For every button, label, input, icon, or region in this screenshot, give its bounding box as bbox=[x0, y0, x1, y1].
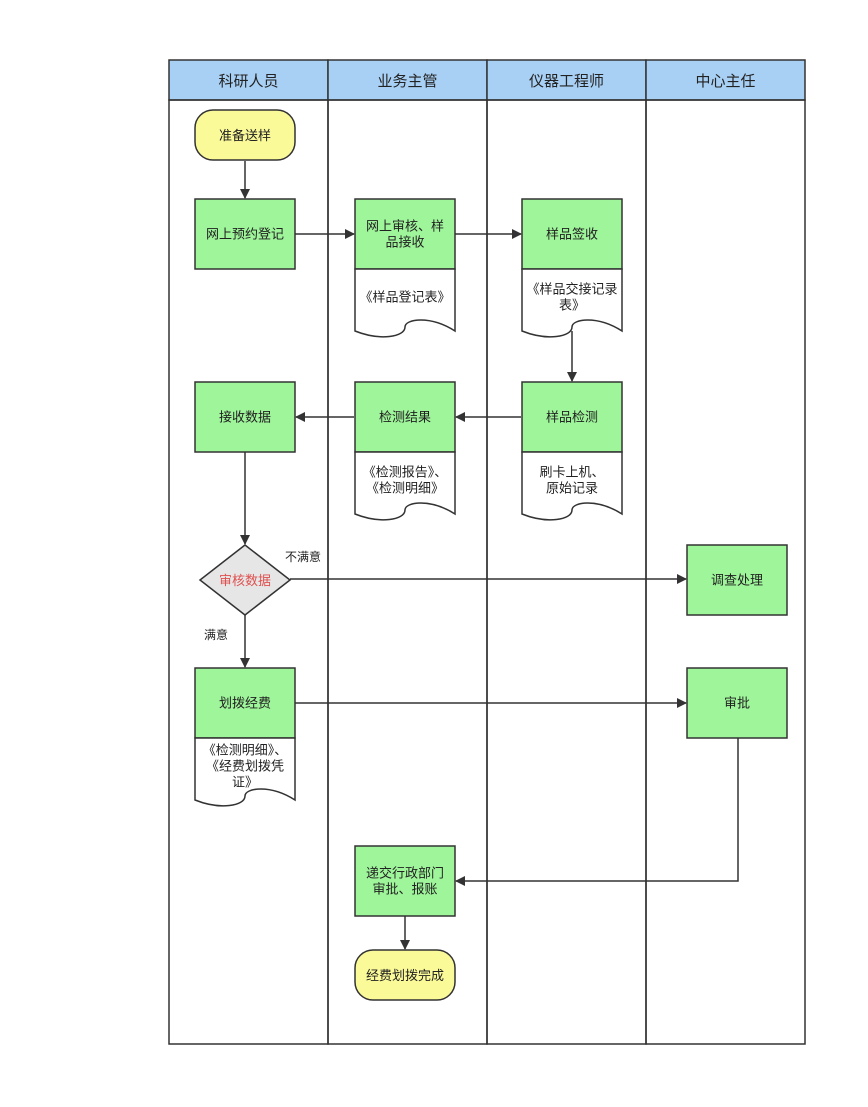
edge-label-unsatisfied: 不满意 bbox=[285, 549, 321, 564]
sign-line: 样品签收 bbox=[546, 227, 598, 243]
doc_handover-line: 表》 bbox=[559, 299, 585, 314]
doc_card-line: 原始记录 bbox=[546, 482, 598, 497]
edge-label-satisfied: 满意 bbox=[204, 627, 228, 642]
node-investigate[interactable]: 调查处理 bbox=[686, 544, 788, 616]
node-receive[interactable]: 接收数据 bbox=[194, 381, 296, 453]
doc_report-line: 《检测报告》、 bbox=[363, 466, 448, 481]
submit-line: 递交行政部门 bbox=[366, 866, 444, 882]
submit-line: 审批、报账 bbox=[372, 883, 437, 898]
doc_funds-line: 《经费划拨凭 bbox=[206, 760, 284, 775]
approve-line: 审批 bbox=[724, 697, 750, 712]
node-check[interactable]: 审核数据 bbox=[198, 544, 292, 616]
lane-title-supervisor: 业务主管 bbox=[377, 72, 437, 90]
node-test[interactable]: 样品检测 bbox=[521, 381, 623, 453]
investigate-line: 调查处理 bbox=[711, 574, 763, 589]
review-line: 品接收 bbox=[385, 235, 424, 251]
node-start-label: 准备送样 bbox=[219, 128, 271, 144]
node-end[interactable]: 经费划拨完成 bbox=[354, 949, 456, 1001]
node-check-label: 审核数据 bbox=[219, 574, 271, 589]
lane-header-researcher bbox=[168, 59, 329, 101]
allocate-line: 划拨经费 bbox=[219, 697, 271, 712]
register-line: 网上预约登记 bbox=[206, 228, 284, 243]
edge-approve-submit bbox=[455, 738, 739, 886]
lane-header-director bbox=[645, 59, 806, 101]
node-start[interactable]: 准备送样 bbox=[194, 109, 296, 161]
doc_register-line: 《样品登记表》 bbox=[359, 291, 450, 306]
doc_card-line: 刷卡上机、 bbox=[539, 466, 604, 481]
node-register[interactable]: 网上预约登记 bbox=[194, 198, 296, 270]
doc-doc_report[interactable]: 《检测报告》、《检测明细》 bbox=[354, 451, 456, 521]
connectors bbox=[240, 161, 739, 950]
lane-title-director: 中心主任 bbox=[695, 72, 755, 90]
doc-doc_card[interactable]: 刷卡上机、原始记录 bbox=[521, 451, 623, 521]
lane-title-engineer: 仪器工程师 bbox=[529, 72, 604, 90]
doc_report-line: 《检测明细》 bbox=[366, 482, 444, 497]
lane-header-supervisor bbox=[327, 59, 488, 101]
result-line: 检测结果 bbox=[379, 411, 431, 426]
node-approve[interactable]: 审批 bbox=[686, 667, 788, 739]
node-result[interactable]: 检测结果 bbox=[354, 381, 456, 453]
doc_funds-line: 证》 bbox=[232, 776, 258, 791]
test-line: 样品检测 bbox=[546, 411, 598, 426]
node-allocate[interactable]: 划拨经费 bbox=[194, 667, 296, 739]
doc-doc_register[interactable]: 《样品登记表》 bbox=[354, 268, 456, 338]
lane-headers: 科研人员 业务主管 仪器工程师 中心主任 bbox=[168, 59, 806, 101]
lane-bodies bbox=[168, 99, 806, 1045]
receive-line: 接收数据 bbox=[219, 410, 271, 426]
lane-body-director bbox=[645, 99, 806, 1045]
doc_funds-line: 《检测明细》、 bbox=[203, 744, 288, 759]
review-line: 网上审核、样 bbox=[366, 220, 444, 235]
node-sign[interactable]: 样品签收 bbox=[521, 198, 623, 270]
node-end-label: 经费划拨完成 bbox=[366, 969, 444, 984]
doc_handover-line: 《样品交接记录 bbox=[526, 282, 617, 298]
lane-title-researcher: 科研人员 bbox=[218, 72, 278, 90]
